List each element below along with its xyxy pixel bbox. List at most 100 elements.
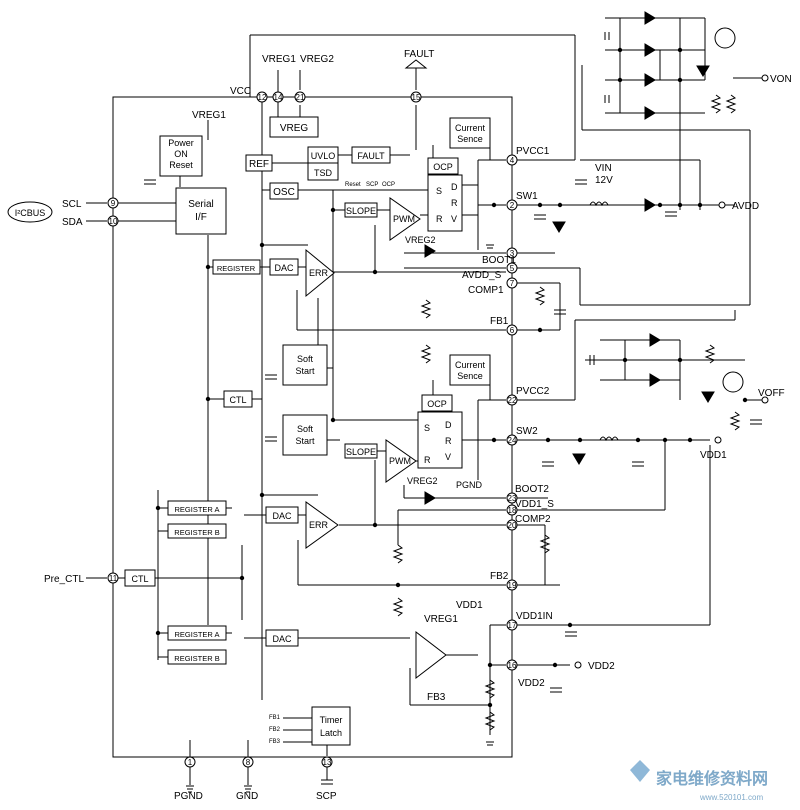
- pin-18: 18: [506, 504, 518, 516]
- register-a-lower: REGISTER A: [167, 625, 227, 641]
- svg-text:FB2: FB2: [269, 727, 281, 733]
- von-terminal: [761, 74, 769, 82]
- pin-label-boot1: BOOT1: [482, 255, 516, 266]
- svg-text:1: 1: [188, 758, 193, 767]
- vdd2-label: VDD2: [588, 661, 615, 672]
- pin-label-sw1: SW1: [516, 191, 538, 202]
- pin-21: 21: [294, 91, 306, 103]
- svg-text:R: R: [445, 436, 452, 446]
- pin-label-comp1: COMP1: [468, 285, 504, 296]
- svg-text:23: 23: [508, 494, 517, 503]
- svg-text:R: R: [451, 198, 458, 208]
- svg-text:19: 19: [508, 581, 517, 590]
- svg-text:UVLO: UVLO: [311, 151, 336, 161]
- svg-text:Power: Power: [168, 138, 194, 148]
- vdd1-terminal: [714, 436, 722, 444]
- svg-text:Sence: Sence: [457, 371, 483, 381]
- svg-text:D: D: [445, 420, 452, 430]
- pin-20: 20: [506, 519, 518, 531]
- svg-text:REGISTER B: REGISTER B: [174, 528, 219, 537]
- svg-text:24: 24: [508, 436, 517, 445]
- ocp-lower: OCP: [421, 394, 453, 412]
- driver-logic-upper: S R D R V: [427, 174, 463, 232]
- svg-text:DAC: DAC: [272, 634, 292, 644]
- svg-text:D: D: [451, 182, 458, 192]
- pin-19: 19: [506, 579, 518, 591]
- pin-14: 14: [272, 91, 284, 103]
- svg-text:15: 15: [412, 93, 421, 102]
- pin-label-vreg1: VREG1: [262, 54, 296, 65]
- pin-labels: VCC VREG1 VREG2 FAULT SCL SDA PVCC1 SW1 …: [44, 49, 554, 802]
- svg-text:SCP: SCP: [366, 182, 378, 188]
- soft-start-upper: Soft Start: [282, 344, 328, 386]
- register-b-lower: REGISTER B: [167, 649, 227, 665]
- svg-text:REF: REF: [249, 159, 269, 170]
- svg-text:CTL: CTL: [131, 574, 148, 584]
- pin-label-scl: SCL: [62, 199, 82, 210]
- pin-12: 12: [256, 91, 268, 103]
- pin-5: 5: [506, 262, 518, 274]
- svg-text:22: 22: [508, 396, 517, 405]
- svg-text:V: V: [451, 214, 457, 224]
- err-lower: ERR: [305, 501, 339, 549]
- avdd-label: AVDD: [732, 201, 759, 212]
- pin-15: 15: [410, 91, 422, 103]
- svg-text:ERR: ERR: [309, 520, 329, 530]
- slope-lower: SLOPE: [344, 443, 378, 459]
- vin-value: 12V: [595, 175, 613, 186]
- svg-text:SLOPE: SLOPE: [346, 447, 376, 457]
- pin-8: 8: [242, 756, 254, 768]
- svg-text:TSD: TSD: [314, 168, 333, 178]
- external-components: [144, 11, 762, 793]
- uvlo-tsd-block: UVLO TSD: [307, 146, 339, 181]
- pin-23: 23: [506, 492, 518, 504]
- pin-11: 11: [107, 572, 119, 584]
- pin-label-vreg2: VREG2: [300, 54, 334, 65]
- watermark: 家电维修资料网 www.520101.com: [630, 760, 768, 802]
- pin-label-pre-ctl: Pre_CTL: [44, 574, 84, 585]
- pin-3: 3: [506, 247, 518, 259]
- pin-24: 24: [506, 434, 518, 446]
- svg-text:FB1: FB1: [269, 715, 281, 721]
- svg-text:7: 7: [510, 279, 515, 288]
- svg-text:PWM: PWM: [393, 214, 415, 224]
- pin-1: 1: [184, 756, 196, 768]
- svg-text:DAC: DAC: [272, 511, 292, 521]
- svg-text:10: 10: [109, 217, 118, 226]
- pin-label-vcc: VCC: [230, 86, 251, 97]
- svg-text:OCP: OCP: [433, 162, 453, 172]
- err-upper: ERR: [305, 248, 335, 298]
- pin-label-gnd: GND: [236, 791, 258, 802]
- pin-label-boot2: BOOT2: [515, 484, 549, 495]
- svg-text:11: 11: [109, 574, 118, 583]
- svg-text:OCP: OCP: [382, 182, 395, 188]
- ctl-upper: CTL: [223, 390, 253, 408]
- svg-text:V: V: [445, 452, 451, 462]
- svg-text:FB3: FB3: [269, 739, 281, 745]
- vreg2-label-upper: VREG2: [405, 235, 436, 245]
- pin-label-comp2: COMP2: [515, 514, 551, 525]
- pin-label-pvcc1: PVCC1: [516, 146, 550, 157]
- dac-lower: DAC: [265, 506, 299, 524]
- svg-text:S: S: [436, 186, 442, 196]
- pin-group: 12 14 21 15 9 10 4 2 3 5 7 6 22 24 23 18…: [107, 91, 518, 768]
- svg-text:PWM: PWM: [389, 456, 411, 466]
- svg-text:8: 8: [246, 758, 251, 767]
- avdd-terminal: [718, 201, 726, 209]
- serial-if-block: Serial I/F: [175, 187, 227, 235]
- pin-label-fb1: FB1: [490, 316, 509, 327]
- wiring: [86, 17, 765, 785]
- svg-text:Current: Current: [455, 360, 486, 370]
- register-b-upper: REGISTER B: [167, 523, 227, 539]
- pin-label-vdd1in: VDD1IN: [516, 611, 553, 622]
- svg-text:2: 2: [510, 201, 515, 210]
- vdd1-label: VDD1: [700, 450, 727, 461]
- pgnd-internal-label: PGND: [456, 480, 483, 490]
- svg-text:I²CBUS: I²CBUS: [15, 208, 46, 218]
- svg-text:Reset: Reset: [345, 182, 361, 188]
- svg-text:SLOPE: SLOPE: [346, 206, 376, 216]
- svg-text:www.520101.com: www.520101.com: [699, 793, 763, 802]
- pin-2: 2: [506, 199, 518, 211]
- pin-label-vdd1-s: VDD1_S: [515, 499, 554, 510]
- vreg2-label-lower: VREG2: [407, 476, 438, 486]
